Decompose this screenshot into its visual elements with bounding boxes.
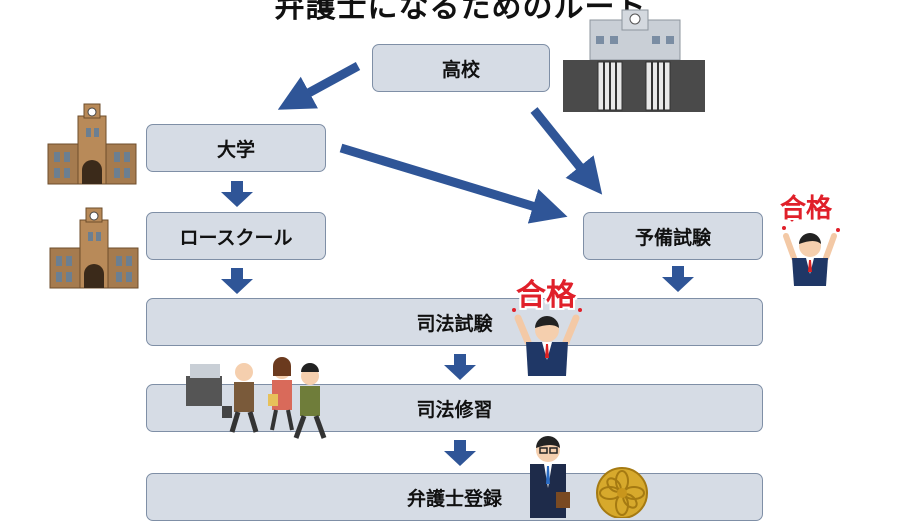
- lawyer-badge-icon: [596, 467, 648, 518]
- trainee-group-icon: [186, 357, 327, 439]
- node-label: ロースクール: [179, 226, 293, 249]
- pass-stamp: 合格: [516, 278, 576, 313]
- law-school-building-icon: [49, 207, 139, 289]
- cheering-person-icon: [512, 308, 582, 376]
- high-school-building-icon: [563, 9, 705, 112]
- node-label: 司法試験: [416, 312, 493, 335]
- lawyer-person-icon: [530, 436, 570, 518]
- flow-arrows: [277, 62, 603, 224]
- arrow-university-to-preliminary: [339, 143, 568, 224]
- page-title: 弁護士になるためのルート: [274, 0, 647, 25]
- arrow-university-to-lawschool: [221, 181, 253, 207]
- node-high-school: 高校: [372, 44, 550, 92]
- university-building-icon: [47, 103, 137, 185]
- arrow-training-to-registration: [444, 440, 476, 466]
- arrow-barexam-to-training: [444, 354, 476, 380]
- arrow-preliminary-to-barexam: [662, 266, 694, 292]
- pass-stamp: 合格: [780, 194, 833, 224]
- arrow-highschool-to-preliminary: [530, 107, 603, 195]
- node-label: 大学: [216, 138, 255, 161]
- node-bar-exam: 司法試験: [146, 298, 763, 346]
- node-preliminary-exam: 予備試験: [583, 212, 763, 260]
- node-university: 大学: [146, 124, 326, 172]
- node-label: 司法修習: [416, 398, 493, 421]
- node-lawyer-registration: 弁護士登録: [146, 473, 763, 521]
- arrow-lawschool-to-barexam: [221, 268, 253, 294]
- arrow-highschool-to-university: [277, 62, 361, 110]
- node-label: 予備試験: [634, 226, 711, 249]
- node-label: 弁護士登録: [406, 487, 502, 510]
- cheering-person-icon: [782, 218, 840, 286]
- down-arrows: [221, 181, 694, 466]
- node-label: 高校: [441, 58, 480, 81]
- node-law-school: ロースクール: [146, 212, 326, 260]
